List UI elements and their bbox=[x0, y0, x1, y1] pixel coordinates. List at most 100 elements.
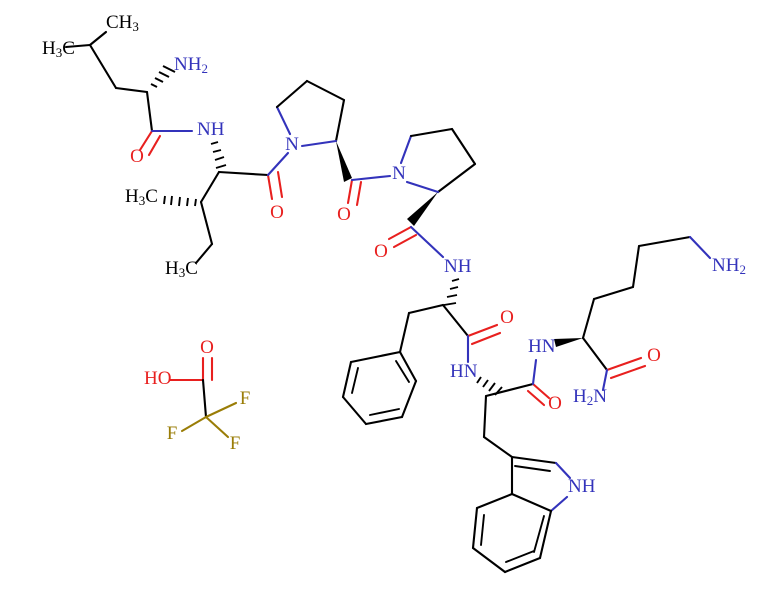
bond-tfa-cf-left bbox=[180, 415, 208, 433]
label-ile-methyl-bottom: H3C bbox=[165, 258, 198, 280]
bond-phe-ring-5 bbox=[341, 360, 353, 399]
bond-phe-ring-3 bbox=[364, 415, 404, 426]
label-trp-indole-nitrogen: NH bbox=[568, 476, 596, 497]
bond-phe-cb-ring bbox=[398, 311, 411, 354]
bond-pro2-n-cd bbox=[399, 134, 413, 165]
bond-pro2-ca-co-wedge bbox=[407, 192, 438, 226]
bond-lys-cg-cd bbox=[631, 244, 641, 289]
bond-trp-benzo-2 bbox=[471, 506, 479, 550]
bond-phe-co-o-a bbox=[466, 323, 499, 338]
bond-lys-hn-ca-wedge bbox=[554, 338, 583, 347]
bond-pro2-co-phenh bbox=[409, 225, 445, 259]
bond-phe-ca-cb bbox=[407, 303, 445, 315]
label-tfa-hydroxyl: HO bbox=[144, 368, 171, 389]
bond-lys-co-nh2 bbox=[601, 368, 609, 392]
bond-pro2-cd-cg bbox=[409, 127, 454, 138]
bond-trp-ca-cb bbox=[482, 394, 488, 439]
bond-pro1-cb-ca bbox=[334, 98, 346, 143]
bond-tfa-c-cf3 bbox=[201, 378, 208, 419]
bond-phe-ca-co bbox=[441, 303, 470, 338]
bond-trp-benzo-4 bbox=[503, 556, 542, 574]
bond-trp-n1-c7a bbox=[549, 495, 569, 513]
label-proline1-nitrogen: N bbox=[285, 134, 299, 155]
label-proline2-nitrogen: N bbox=[392, 163, 406, 184]
bond-trp-benzo-inner-1 bbox=[480, 514, 485, 546]
bond-phe-nh-ca-hashed bbox=[443, 278, 460, 306]
label-trp-carbonyl-oxygen: O bbox=[548, 393, 562, 414]
bond-trp-co-o-a bbox=[531, 382, 551, 400]
bond-pro1-co-o-a bbox=[346, 178, 354, 205]
bond-pro1-co-o-b bbox=[355, 180, 363, 207]
bond-trp-c3-c2-inner bbox=[514, 465, 551, 472]
bond-trp-c3-c2 bbox=[510, 455, 558, 465]
label-leu-methyl-left: H3C bbox=[42, 38, 75, 60]
molecule-trifluoroacetic-acid bbox=[168, 356, 238, 439]
bond-ile-ca-cb bbox=[199, 170, 221, 204]
bond-leu-co-o-b bbox=[147, 134, 162, 157]
bond-phe-ring-2 bbox=[400, 379, 418, 419]
bond-lys-cb-cg bbox=[592, 285, 635, 301]
label-trp-amide-nitrogen: HN bbox=[450, 361, 478, 382]
bond-trp-benzo-1 bbox=[475, 492, 514, 510]
bond-leu-ca-co bbox=[145, 90, 154, 133]
bond-trp-co-o-b bbox=[526, 389, 546, 407]
label-proline2-carbonyl-oxygen: O bbox=[374, 241, 388, 262]
bond-phe-co-o-b bbox=[470, 331, 502, 346]
bond-ile-cb-me-hashed bbox=[163, 195, 197, 207]
bond-ile-nh-ca-hashed bbox=[210, 141, 227, 169]
bond-pro2-ca-n bbox=[405, 180, 440, 194]
residue-proline-1 bbox=[275, 79, 392, 207]
bond-pro2-co-o-a bbox=[387, 225, 413, 241]
bond-leu-cb bbox=[88, 43, 118, 90]
bond-ile-co-pro1n bbox=[266, 151, 290, 177]
bond-trp-hn-ca-hashed bbox=[476, 376, 503, 396]
bond-leu-ca-nh2-hashed bbox=[150, 65, 176, 88]
bond-phe-ring-inner-2 bbox=[369, 408, 400, 416]
bond-ile-cg-cd bbox=[194, 242, 214, 265]
label-tfa-fluorine-left: F bbox=[167, 423, 178, 444]
bond-trp-benzo-3 bbox=[471, 546, 507, 574]
bond-lys-ca-co bbox=[581, 336, 609, 372]
residue-tryptophan bbox=[471, 358, 572, 574]
bond-lys-cd-ce bbox=[637, 235, 692, 248]
bond-tfa-cf-right bbox=[204, 401, 238, 419]
bond-leu-me1 bbox=[64, 43, 92, 49]
bond-lys-co-o-a bbox=[605, 356, 643, 372]
label-c-terminal-amide: H2N bbox=[573, 386, 607, 408]
bond-ile-cb-cg bbox=[199, 200, 214, 246]
label-phe-amide-nitrogen: NH bbox=[444, 256, 472, 277]
label-tfa-fluorine-bottom: F bbox=[230, 433, 241, 454]
bond-pro1-n-cd bbox=[275, 105, 292, 136]
bond-trp-co-lyshn bbox=[531, 358, 538, 386]
label-leu-carbonyl-oxygen: O bbox=[130, 146, 144, 167]
bond-lys-co-o-b bbox=[609, 364, 647, 380]
bond-leu-me2 bbox=[88, 30, 108, 47]
bond-lys-ca-cb bbox=[581, 297, 596, 340]
bond-trp-benzo-inner-3 bbox=[533, 515, 545, 553]
bond-ile-co-o-b bbox=[276, 170, 284, 199]
bond-phe-ring-inner-3 bbox=[351, 367, 359, 394]
bond-pro1-co-pro2n bbox=[350, 174, 392, 182]
bond-pro1-ca-co-wedge bbox=[336, 141, 352, 182]
bond-phe-ring-4 bbox=[341, 395, 368, 426]
label-ile-carbonyl-oxygen: O bbox=[270, 202, 284, 223]
label-ile-amide-nitrogen: NH bbox=[197, 119, 225, 140]
residue-leucine bbox=[64, 30, 194, 157]
label-lys-amide-oxygen: O bbox=[647, 345, 661, 366]
bond-trp-c2-n1 bbox=[554, 461, 572, 480]
residue-lysine-amide bbox=[554, 235, 712, 392]
label-leu-amine: NH2 bbox=[174, 54, 208, 76]
bond-pro2-cb-ca bbox=[436, 162, 477, 194]
label-lys-amide-nitrogen: HN bbox=[528, 336, 556, 357]
bond-lys-ce-nz bbox=[688, 235, 712, 260]
bond-trp-ca-co bbox=[484, 382, 535, 398]
bond-phe-ring-6 bbox=[349, 350, 402, 364]
bond-tfa-cf-bottom bbox=[204, 415, 230, 439]
bond-trp-c7a-c3a bbox=[510, 492, 553, 513]
bond-pro1-ca-n bbox=[300, 139, 338, 148]
bond-ile-ca-co bbox=[217, 170, 270, 177]
label-proline1-carbonyl-oxygen: O bbox=[337, 204, 351, 225]
bond-trp-cb-c3 bbox=[482, 435, 514, 459]
